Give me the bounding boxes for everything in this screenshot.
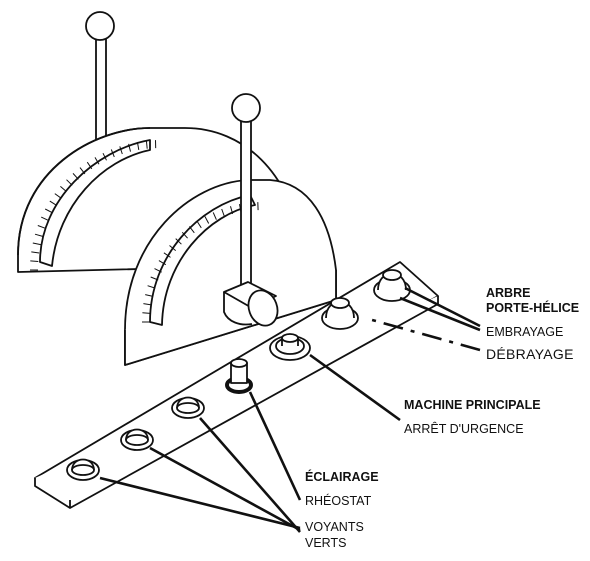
label-porte-helice: PORTE-HÉLICE	[486, 301, 580, 315]
scale-tick	[119, 146, 123, 155]
scale-tick	[189, 226, 195, 234]
voyant-3	[171, 396, 205, 419]
front-lever-knob	[231, 93, 261, 123]
leader-arret-urgence	[309, 353, 401, 422]
scale-tick	[143, 303, 152, 306]
scale-tick	[49, 200, 57, 206]
label-arbre: ARBRE	[486, 286, 531, 300]
leader-rheostat	[248, 391, 302, 501]
label-embrayage: EMBRAYAGE	[486, 325, 564, 339]
scale-tick	[32, 242, 41, 246]
label-rheostat: RHÉOSTAT	[305, 494, 372, 508]
scale-tick	[145, 140, 148, 149]
rheostat-knob	[225, 358, 253, 394]
scale-tick	[145, 294, 154, 297]
scale-tick	[79, 167, 86, 175]
embrayage-button	[373, 269, 411, 302]
leader-embrayage-1	[404, 286, 481, 328]
scale-tick	[60, 186, 67, 192]
voyant-2	[120, 428, 154, 451]
scale-tick	[40, 216, 49, 221]
label-verts: VERTS	[305, 536, 347, 550]
emergency-stop-button	[269, 333, 311, 361]
scale-tick	[154, 268, 162, 273]
scale-tick	[54, 193, 62, 199]
front-lever	[223, 93, 279, 327]
leader-embrayage-2	[399, 296, 481, 332]
scale-tick	[128, 143, 131, 152]
scale-tick	[34, 233, 43, 237]
label-debrayage: DÉBRAYAGE	[486, 346, 574, 362]
scale-tick	[102, 152, 107, 161]
scale-tick	[31, 251, 40, 254]
scale-tick	[136, 141, 140, 150]
scale-tick	[158, 260, 167, 266]
scale-tick	[212, 212, 217, 220]
scale-tick	[66, 179, 73, 186]
scale-tick	[110, 149, 115, 158]
voyant-1	[66, 458, 100, 481]
rear-lever	[85, 11, 115, 159]
scale-tick	[72, 173, 79, 180]
label-voyants: VOYANTS	[305, 520, 364, 534]
front-quadrant-housing	[124, 179, 337, 366]
scale-tick	[175, 238, 182, 245]
scale-tick	[169, 245, 177, 251]
leader-debrayage	[364, 316, 481, 352]
label-arret-urgence: ARRÊT D'URGENCE	[404, 422, 524, 436]
scale-tick	[30, 260, 39, 262]
scale-tick	[150, 276, 159, 281]
scale-tick	[204, 216, 210, 224]
label-eclairage: ÉCLAIRAGE	[305, 470, 379, 484]
debrayage-button	[321, 297, 359, 330]
scale-tick	[142, 312, 151, 314]
front-scale	[149, 194, 256, 326]
leader-voyant-1	[99, 476, 301, 530]
lever-pivot	[247, 289, 279, 327]
scale-tick	[37, 225, 46, 229]
scale-tick	[163, 252, 171, 258]
leader-lines	[99, 286, 481, 533]
scale-tick	[196, 220, 202, 229]
scale-tick	[44, 208, 53, 214]
leader-voyant-2	[149, 446, 301, 532]
rear-lever-knob	[85, 11, 115, 41]
scale-tick	[147, 285, 156, 289]
scale-tick	[86, 161, 93, 170]
scale-tick	[230, 206, 234, 215]
leader-voyant-3	[199, 417, 301, 533]
scale-tick	[181, 231, 188, 239]
scale-tick	[94, 157, 100, 165]
scale-tick	[221, 208, 225, 217]
label-machine-principale: MACHINE PRINCIPALE	[404, 398, 541, 412]
